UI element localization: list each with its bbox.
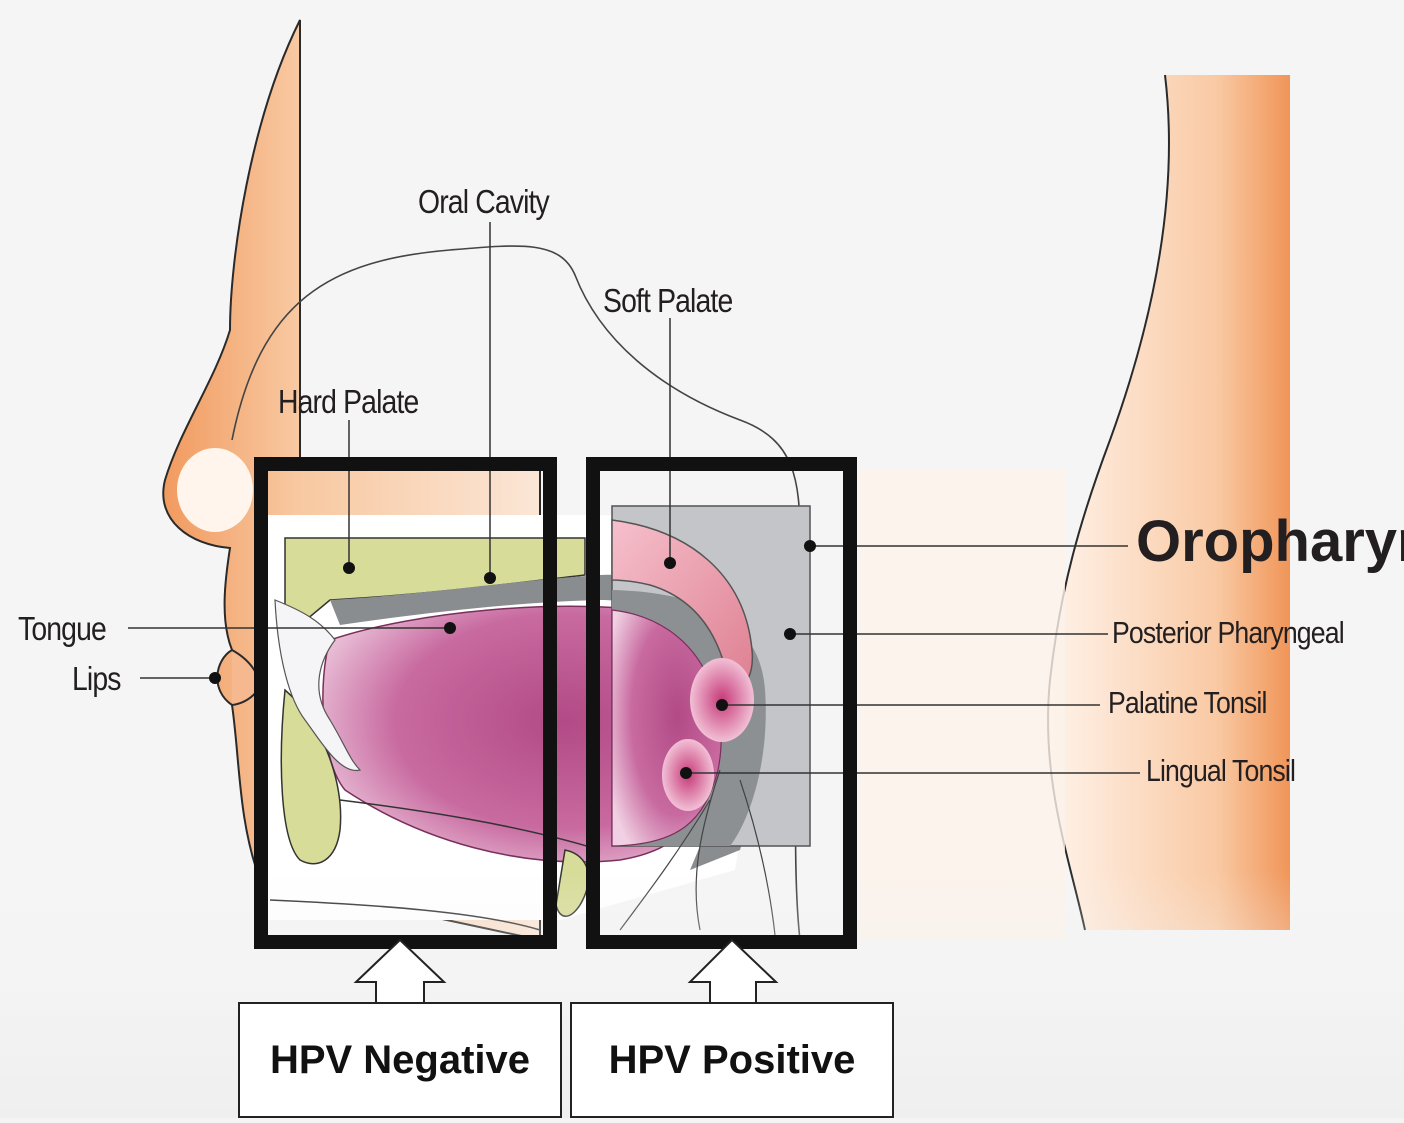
label-palatine-tonsil: Palatine Tonsil (1108, 685, 1267, 721)
label-lingual-tonsil: Lingual Tonsil (1146, 753, 1295, 789)
hpv-negative-box: HPV Negative (238, 1002, 562, 1118)
hpv-positive-label: HPV Positive (609, 1038, 856, 1083)
label-hard-palate: Hard Palate (278, 383, 418, 421)
label-lips: Lips (72, 660, 121, 698)
label-oropharynx: Oropharyr (1136, 508, 1404, 575)
label-soft-palate: Soft Palate (603, 282, 732, 320)
label-posterior-pharyngeal: Posterior Pharyngeal (1112, 615, 1344, 651)
hpv-negative-label: HPV Negative (270, 1038, 530, 1083)
label-tongue: Tongue (18, 610, 106, 648)
label-oral-cavity: Oral Cavity (418, 183, 549, 221)
hpv-positive-box: HPV Positive (570, 1002, 894, 1118)
nose-highlight (177, 448, 253, 532)
